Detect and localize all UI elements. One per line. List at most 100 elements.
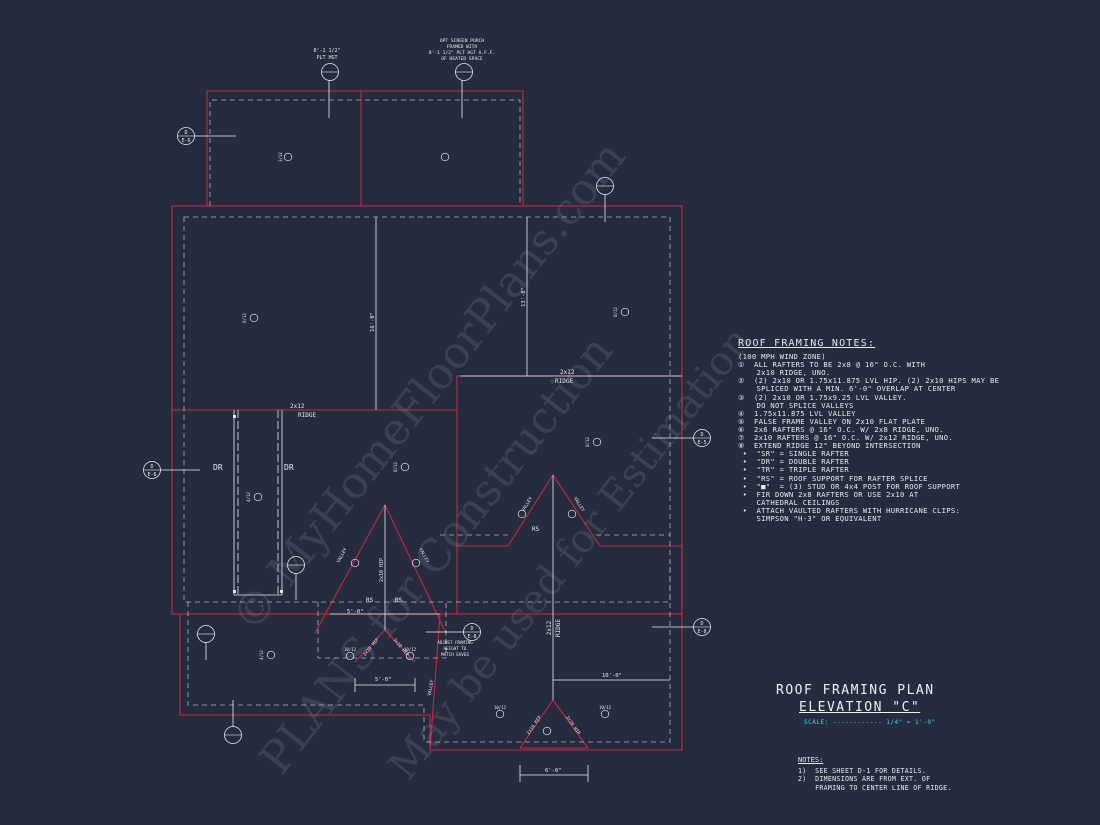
rafter-tag [411, 558, 421, 568]
roof-note-item: ④ 1.75x11.875 LVL VALLEY [738, 408, 856, 418]
bubble-e8: E-8 [467, 634, 476, 640]
roof-note-item: 2x10 RIDGE, UNO. [738, 368, 831, 378]
hip-label: 2x10 HIP [564, 715, 582, 736]
plan-subtitle: ELEVATION "C" [799, 700, 921, 715]
rafter-tag [249, 313, 259, 323]
rafter-tag [345, 651, 355, 661]
rafter-tag [542, 726, 552, 736]
roof-note-item: SIMPSON "H-3" OR EQUIVALENT [738, 514, 882, 523]
general-note-item: 2) DIMENSIONS ARE FROM EXT. OF [798, 775, 931, 784]
vertical-ridge-size: 2x12 [546, 620, 553, 635]
bubble-d: D [150, 464, 153, 470]
general-notes-title: NOTES: [798, 756, 824, 764]
adjust-note-2: HEIGHT TO [444, 646, 467, 651]
pitch-label: 8/12 [585, 437, 590, 447]
ridge-size-left: 2x12 [290, 403, 305, 410]
rafter-tag [600, 709, 610, 719]
dim-5-0-bottom: 5'-0" [375, 677, 392, 683]
gable-ridge-size: 2x10 HIP [379, 558, 385, 582]
valley-label: VALLEY [520, 496, 534, 513]
dim-6-0: 6'-0" [545, 768, 562, 774]
rafter-tag [620, 307, 630, 317]
roof-note-item: • "■" = (3) STUD OR 4x4 POST FOR ROOF SU… [738, 481, 961, 491]
porch-roof-edge [206, 90, 524, 206]
roof-note-item: • "DR" = DOUBLE RAFTER [738, 457, 850, 467]
pitch-label: 10/12 [344, 647, 357, 652]
hip-label: 2x10 HIP [526, 715, 544, 736]
bubble-dividers [144, 71, 710, 736]
posts [233, 415, 283, 593]
porch-note-4: OF HEATED SPACE [441, 56, 483, 62]
rafter-tag [266, 650, 276, 660]
bubble-e8: E-8 [697, 629, 706, 635]
pitch-label: 10/12 [599, 705, 612, 710]
front-walls [317, 602, 447, 659]
adjust-note-1: ADJUST FRAMING [437, 640, 473, 645]
pitch-label: 3/12 [278, 152, 283, 162]
general-note-item: FRAMING TO CENTER LINE OF RIDGE. [798, 783, 952, 792]
valley-label: VALLEY [336, 547, 349, 564]
roof-note-item: ⑤ FALSE FRAME VALLEY ON 2x10 FLAT PLATE [738, 416, 926, 426]
bubble-e5: E-5 [697, 440, 706, 446]
bubble-e6: E-6 [147, 472, 156, 478]
pitch-label: 4/12 [259, 650, 264, 660]
roof-note-item: • "TR" = TRIPLE RAFTER [738, 465, 850, 475]
pitch-label: 10/12 [494, 705, 507, 710]
dim-5-0-top: 5'-0" [347, 609, 364, 615]
plan-text: D E-6 D E-6 D E-5 D E-8 D E-8 OPT SCREEN… [147, 38, 706, 774]
ridge-label-left: RIDGE [298, 412, 316, 419]
rafter-tag [400, 462, 410, 472]
pitch-label: 8/12 [242, 313, 247, 323]
rafter-tags [249, 152, 630, 736]
bubble-d: D [470, 626, 473, 632]
vertical-ridge-label: RIDGE [555, 619, 562, 637]
post-marker [233, 590, 236, 593]
roof-note-item: ② (2) 2x10 OR 1.75x11.875 LVL HIP. (2) 2… [738, 376, 1000, 386]
rafter-tag [592, 437, 602, 447]
roof-note-item: DO NOT SPLICE VALLEYS [738, 400, 854, 410]
bubble-d: D [184, 130, 187, 136]
ridge-size-right: 2x12 [560, 369, 575, 376]
pitch-label: 8/12 [613, 307, 618, 317]
bubble-d: D [700, 621, 703, 627]
roof-note-item: • ATTACH VAULTED RAFTERS WITH HURRICANE … [738, 505, 961, 515]
roof-note-item: (100 MPH WIND ZONE) [738, 352, 826, 361]
pitch-label: 8/12 [393, 462, 398, 472]
rafter-tag [517, 509, 527, 519]
roof-note-item: • "SR" = SINGLE RAFTER [738, 449, 850, 459]
roof-note-item: ① ALL RAFTERS TO BE 2x8 @ 16" O.C. WITH [738, 360, 926, 370]
lower-roof-edge [179, 546, 683, 751]
wall-lines [183, 99, 671, 743]
rafter-tag [405, 651, 415, 661]
roof-note-item: ⑦ 2x10 RAFTERS @ 16" O.C. W/ 2x12 RIDGE,… [738, 433, 953, 442]
porch-walls [209, 99, 521, 206]
lower-walls [187, 560, 671, 743]
rs-label-a: RS [366, 597, 374, 604]
dim-13-8: 13'-8" [521, 287, 527, 307]
roof-note-item: ⑧ EXTEND RIDGE 12" BEYOND INTERSECTION [738, 441, 921, 451]
dim-10-0: 10'-0" [602, 673, 622, 679]
roof-note-item: ③ (2) 2x10 OR 1.75x9.25 LVL VALLEY. [738, 392, 907, 402]
general-note-item: 1) SEE SHEET D-1 FOR DETAILS. [798, 767, 927, 775]
dim-16-8: 16'-8" [370, 312, 376, 332]
porch-note-3: 8'-1 1/2" PLT HGT A.F.F. [429, 50, 495, 56]
plate-height-1: 8'-1 1/2" [313, 48, 340, 54]
plate-height-2: PLT HGT [316, 55, 337, 61]
porch-note-1: OPT SCREEN PORCH [440, 38, 484, 44]
rafter-tag [567, 509, 577, 519]
pitch-label: 10/12 [404, 647, 417, 652]
rafter-tag [440, 152, 450, 162]
post-marker [280, 590, 283, 593]
roof-note-item: • "RS" = ROOF SUPPORT FOR RAFTER SPLICE [738, 473, 928, 483]
rafter-tag [350, 558, 360, 568]
roof-note-item: ⑥ 2x6 RAFTERS @ 16" O.C. W/ 2x8 RIDGE, U… [738, 424, 944, 434]
bubble-d: D [700, 432, 703, 438]
bubble-e6: E-6 [181, 138, 190, 144]
rs-label-c: RS [532, 526, 540, 533]
dr-label-right: DR [284, 463, 294, 472]
post-marker [233, 415, 236, 418]
pitch-label: 4/12 [246, 492, 251, 502]
ridge-label-right: RIDGE [555, 378, 573, 385]
plan-title: ROOF FRAMING PLAN [776, 683, 935, 698]
